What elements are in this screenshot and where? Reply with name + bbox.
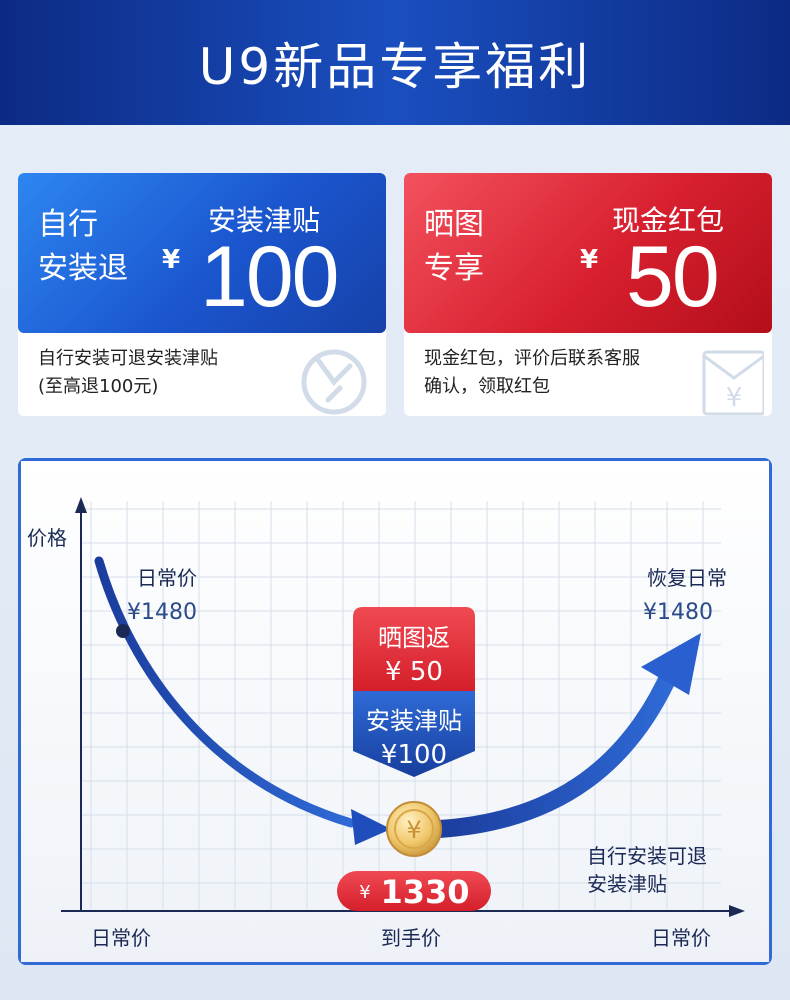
final-price-yen: ¥ bbox=[359, 882, 370, 903]
install-allowance-card: 自行 安装退 安装津贴 ¥ 100 自行安装可退安装津贴 (至高退100元) bbox=[18, 173, 386, 416]
install-card-amount: 100 bbox=[200, 229, 339, 325]
cash-card-label: 晒图 专享 bbox=[424, 207, 484, 286]
install-card-desc: 自行安装可退安装津贴 (至高退100元) bbox=[38, 348, 218, 397]
x-axis-arrow-icon bbox=[729, 905, 745, 917]
end-price: ¥1480 bbox=[643, 600, 713, 625]
svg-text:¥: ¥ bbox=[726, 383, 743, 413]
x-label-mid: 到手价 bbox=[381, 926, 441, 950]
y-axis-label: 价格 bbox=[27, 526, 67, 550]
badge-bottom-value: ¥100 bbox=[381, 740, 447, 770]
x-label-right: 日常价 bbox=[651, 926, 711, 950]
start-point-marker bbox=[116, 624, 130, 638]
install-card-yen: ¥ bbox=[162, 245, 181, 275]
x-label-left: 日常价 bbox=[91, 926, 151, 950]
cash-card-desc: 现金红包，评价后联系客服 确认，领取红包 bbox=[424, 348, 640, 397]
drop-arrow-head-icon bbox=[351, 809, 391, 845]
install-card-label: 自行 安装退 bbox=[38, 207, 128, 286]
final-price-pill: ¥ 1330 bbox=[337, 871, 491, 911]
price-flow-chart: ¥ 晒图返 ¥ 50 安装津贴 ¥100 ¥ 1330 价格 日常价 ¥1480… bbox=[18, 458, 772, 965]
badge-top-red bbox=[353, 607, 475, 691]
svg-text:¥: ¥ bbox=[406, 816, 421, 844]
cash-card-amount: 50 bbox=[626, 229, 720, 325]
chart-canvas: ¥ 晒图返 ¥ 50 安装津贴 ¥100 ¥ 1330 价格 日常价 ¥1480… bbox=[21, 461, 769, 962]
recover-arrow-head-icon bbox=[641, 633, 701, 695]
cash-card-title: 现金红包 bbox=[612, 204, 725, 237]
note-line1: 自行安装可退 bbox=[587, 844, 707, 868]
wrench-icon bbox=[301, 349, 367, 415]
end-label: 恢复日常 bbox=[647, 566, 727, 590]
badge-bottom-title: 安装津贴 bbox=[366, 707, 462, 735]
install-card-title: 安装津贴 bbox=[208, 204, 321, 237]
page-title: U9新品专享福利 bbox=[198, 37, 592, 96]
badge-bottom-blue bbox=[353, 691, 475, 777]
cash-card-top: 晒图 专享 现金红包 ¥ 50 bbox=[404, 173, 772, 333]
badge-top-value: ¥ 50 bbox=[385, 657, 443, 687]
price-recover-curve bbox=[430, 662, 680, 838]
note-line2: 安装津贴 bbox=[587, 872, 667, 896]
cash-card-yen: ¥ bbox=[580, 245, 599, 275]
coin-icon: ¥ bbox=[386, 801, 442, 857]
cash-redpacket-card: 晒图 专享 现金红包 ¥ 50 现金红包，评价后联系客服 确认，领取红包 ¥ bbox=[404, 173, 772, 416]
header-banner: U9新品专享福利 bbox=[0, 0, 790, 125]
envelope-icon: ¥ bbox=[702, 350, 764, 416]
y-axis-arrow-icon bbox=[75, 497, 87, 513]
price-drop-curve bbox=[94, 556, 356, 828]
discount-badge: 晒图返 ¥ 50 安装津贴 ¥100 bbox=[353, 607, 475, 777]
final-price-value: 1330 bbox=[380, 873, 469, 911]
install-card-top: 自行 安装退 安装津贴 ¥ 100 bbox=[18, 173, 386, 333]
badge-top-title: 晒图返 bbox=[378, 624, 450, 652]
start-price: ¥1480 bbox=[127, 600, 197, 625]
start-label: 日常价 bbox=[137, 566, 197, 590]
